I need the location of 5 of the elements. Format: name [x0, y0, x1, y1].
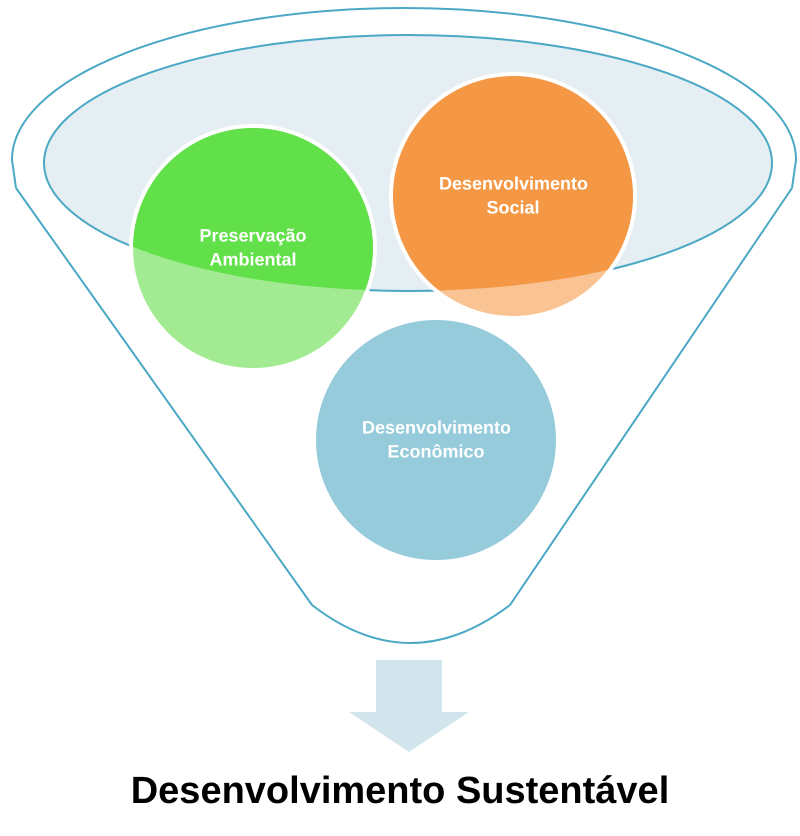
block-arrow [349, 660, 469, 752]
circle-label: Desenvolvimento Econômico [361, 416, 512, 464]
circle-label: Preservação Ambiental [198, 224, 308, 272]
result-label: Desenvolvimento Sustentável [130, 770, 670, 813]
circle-label: Desenvolvimento Social [438, 172, 590, 220]
